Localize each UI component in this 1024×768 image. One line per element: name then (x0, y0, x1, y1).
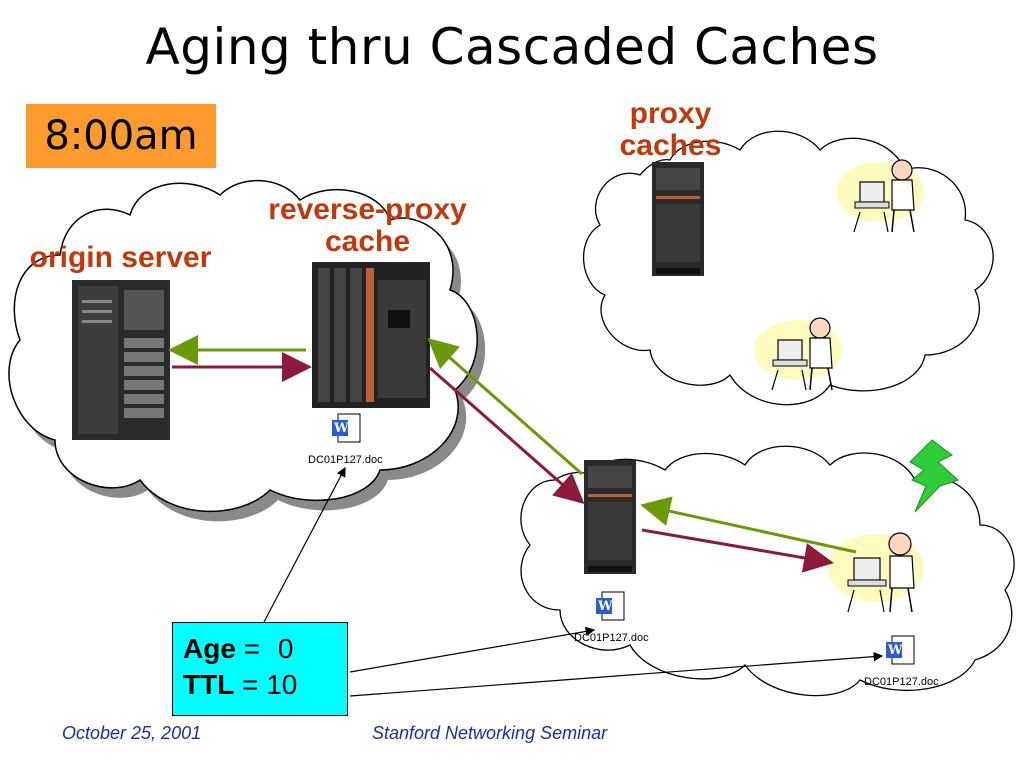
request-arrow-proxy-to-client (641, 528, 834, 573)
proxy-caches-label: proxy caches (598, 98, 743, 162)
ttl-equals: = (242, 669, 259, 700)
client-mid (754, 317, 842, 391)
doc-caption-proxy: DC01P127.doc (574, 632, 649, 644)
reverse-proxy-label-line2: cache (324, 225, 411, 258)
client-top (836, 159, 924, 233)
cache-info-box: Age = 0 TTL = 10 (172, 622, 348, 716)
lightning-icon (909, 439, 959, 513)
reverse-proxy-server (312, 262, 430, 408)
footer-event: Stanford Networking Seminar (372, 723, 608, 743)
slide-title: Aging thru Cascaded Caches (145, 18, 879, 76)
ttl-value: 10 (266, 669, 298, 700)
time-badge: 8:00am (26, 104, 216, 168)
proxy-cache-server-top (652, 162, 704, 276)
footer-date: October 25, 2001 (62, 723, 202, 743)
response-arrow-client-to-proxy (640, 496, 857, 554)
proxy-cache-server-bottom (584, 460, 636, 574)
doc-icon-client (886, 635, 915, 665)
origin-server-label: origin server (29, 241, 212, 274)
ttl-label: TTL (183, 669, 235, 700)
doc-caption-client: DC01P127.doc (864, 676, 939, 688)
proxy-caches-label-line1: proxy (629, 97, 712, 130)
reverse-proxy-label-line1: reverse-proxy (268, 193, 467, 226)
doc-caption-reverse-proxy: DC01P127.doc (308, 454, 383, 466)
ttl-row: TTL = 10 (183, 667, 347, 703)
pointer-line-proxy-doc (349, 626, 596, 673)
reverse-proxy-label: reverse-proxy cache (240, 194, 495, 258)
origin-server (72, 280, 170, 440)
pointer-line-client-doc (349, 651, 884, 697)
age-label: Age (183, 633, 236, 664)
request-arrow-reverse-to-proxy (429, 366, 585, 504)
response-arrow-proxy-to-reverse (427, 338, 583, 476)
age-equals: = (243, 633, 261, 664)
doc-icon-proxy (596, 591, 625, 621)
pointer-line-reverse-doc (263, 466, 346, 623)
age-value: 0 (277, 633, 294, 664)
proxy-caches-label-line2: caches (619, 129, 722, 162)
age-row: Age = 0 (183, 631, 347, 667)
doc-icon-reverse-proxy (332, 413, 361, 443)
doc-letter-client: W (887, 643, 903, 658)
doc-letter-reverse: W (333, 421, 349, 436)
doc-letter-proxy: W (597, 599, 613, 614)
